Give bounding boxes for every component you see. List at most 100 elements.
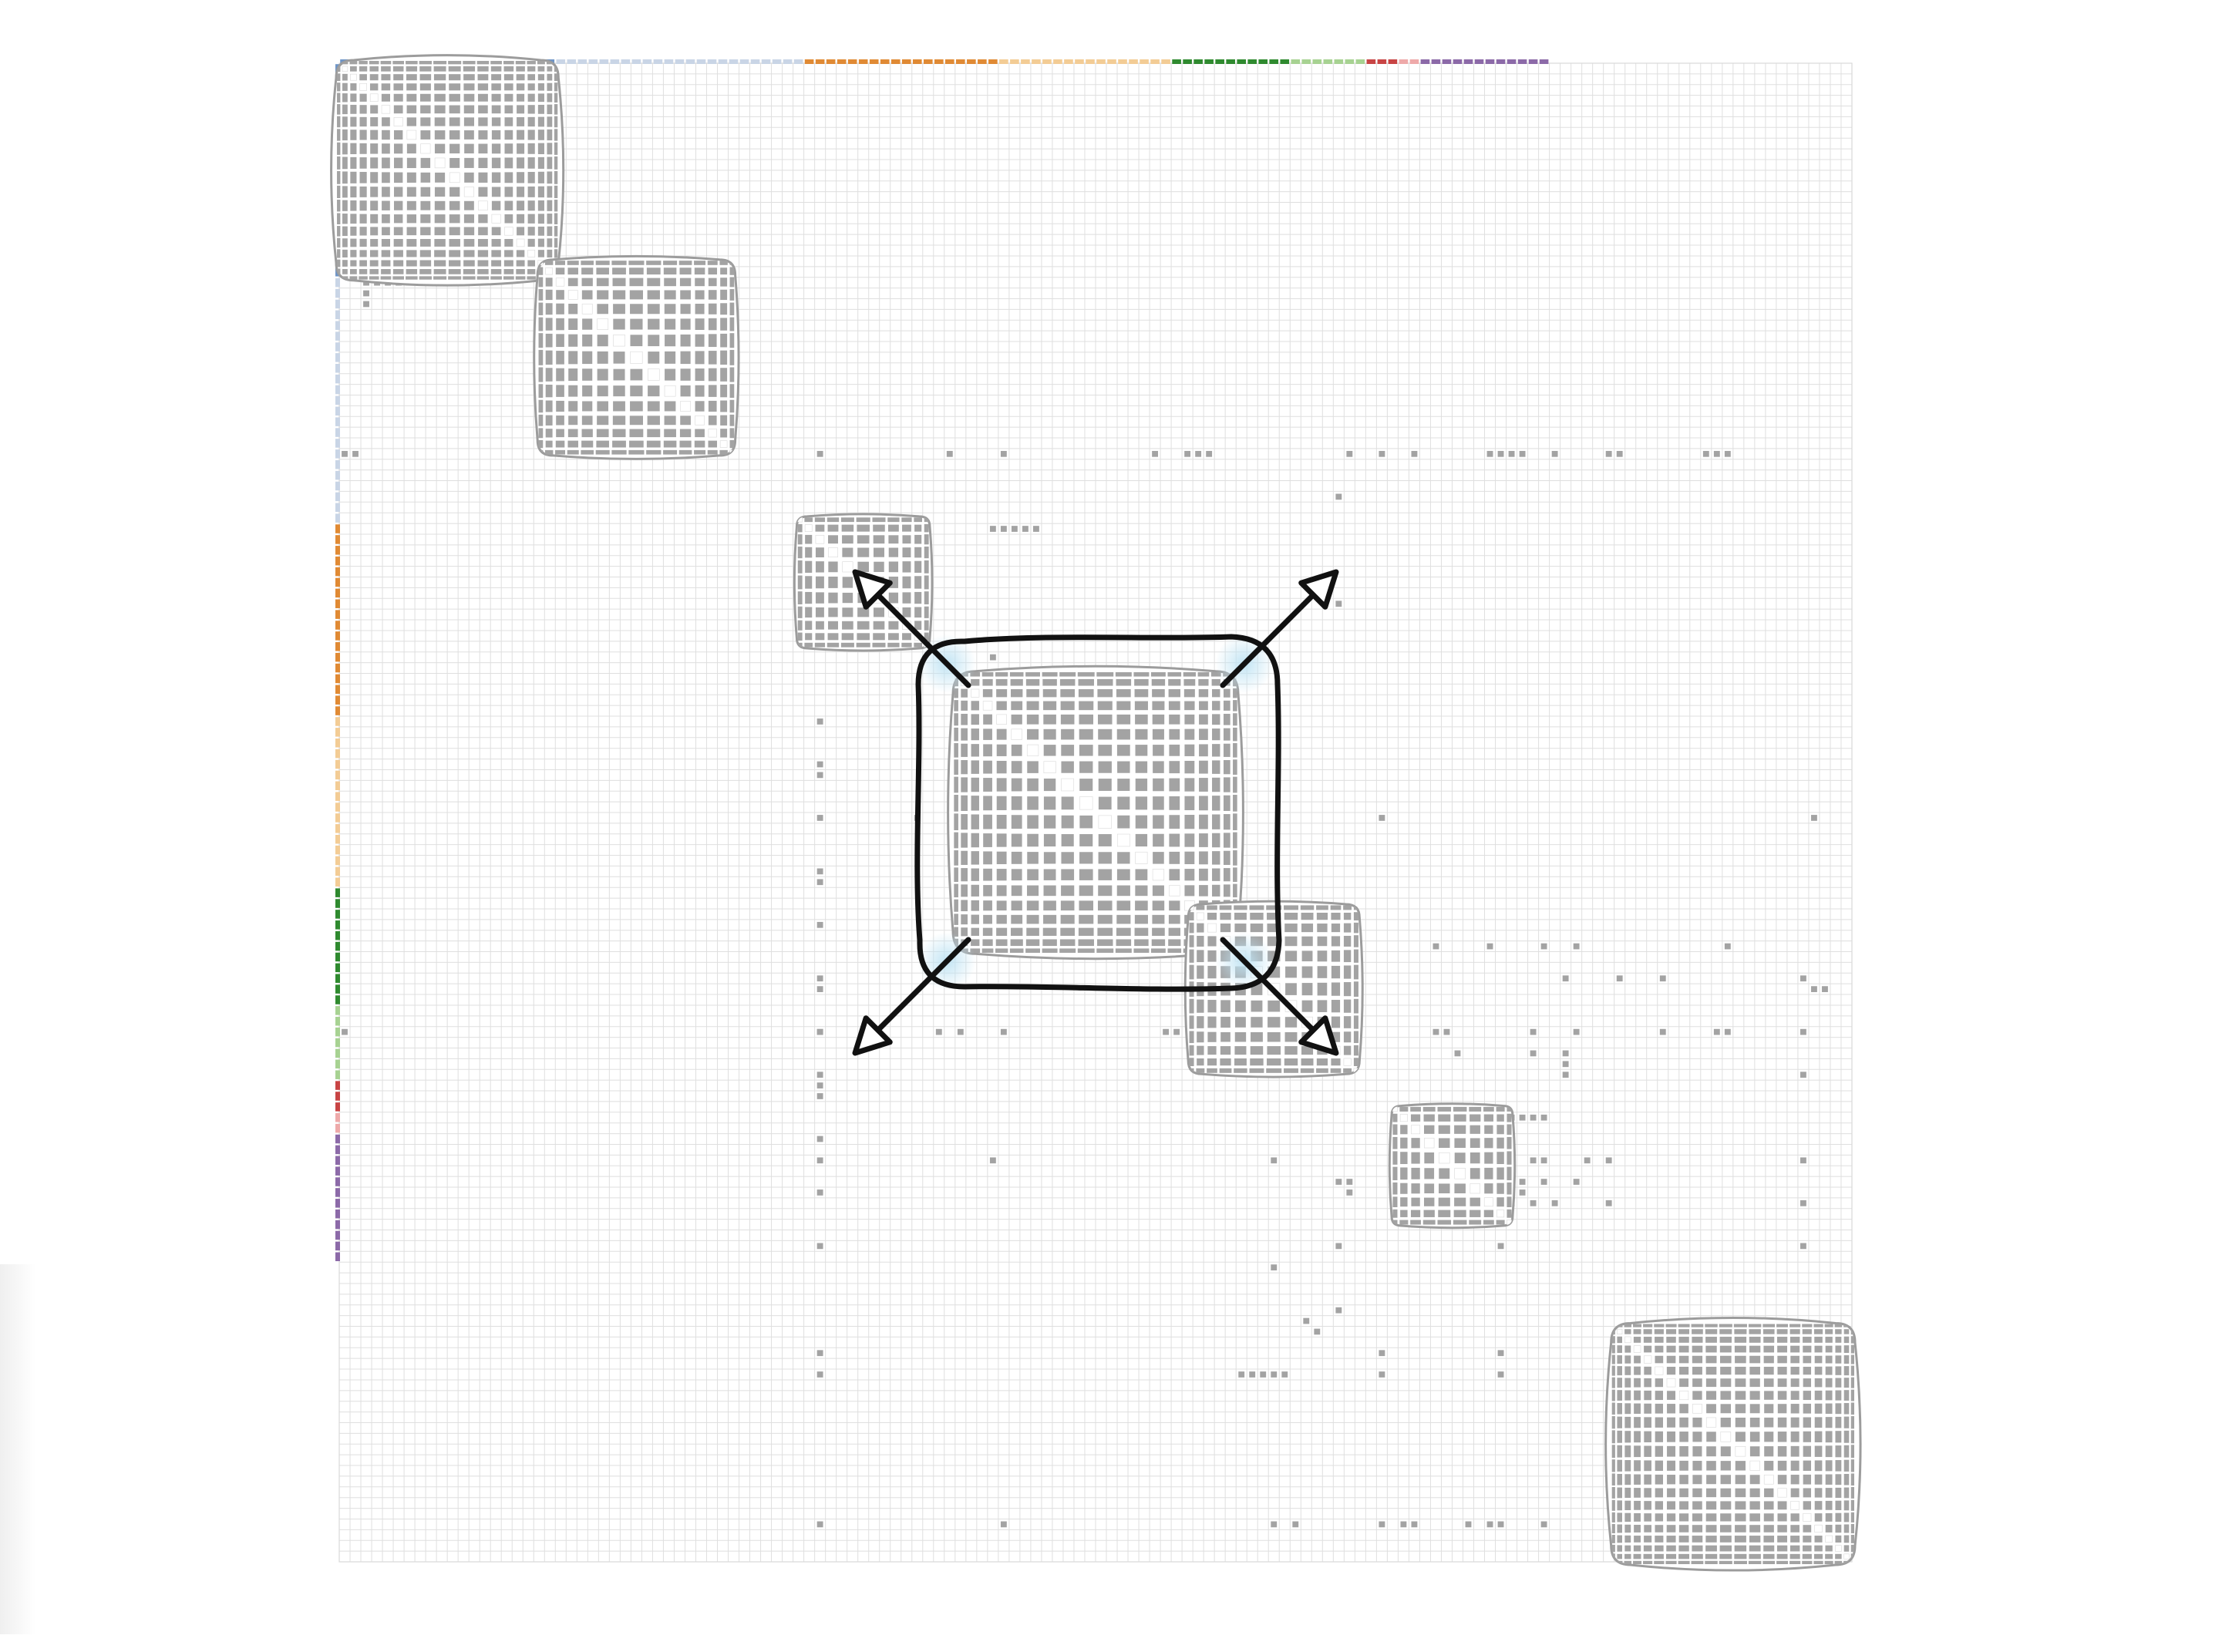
link-cell bbox=[1659, 975, 1666, 982]
block-cell bbox=[961, 914, 968, 925]
block-cell bbox=[1189, 998, 1194, 1014]
link-cell bbox=[1497, 1521, 1504, 1528]
block-cell bbox=[449, 83, 461, 91]
block-cell bbox=[1330, 1068, 1342, 1073]
block-cell-empty bbox=[1814, 1524, 1823, 1533]
block-cell bbox=[1719, 1345, 1732, 1353]
block-cell bbox=[504, 200, 513, 210]
block-cell bbox=[1749, 1417, 1760, 1428]
block-cell bbox=[797, 606, 803, 618]
block-cell bbox=[983, 744, 992, 757]
block-cell bbox=[449, 260, 461, 267]
block-cell bbox=[463, 250, 475, 257]
block-cell bbox=[1096, 948, 1114, 953]
block-cell bbox=[537, 74, 544, 81]
block-cell bbox=[1835, 1460, 1842, 1472]
block-cell bbox=[902, 561, 911, 573]
group-bar-top-cell bbox=[739, 59, 749, 64]
block-cell bbox=[393, 83, 403, 91]
group-bar-top-cell bbox=[1280, 59, 1290, 64]
block-cell bbox=[888, 561, 899, 573]
block-cell bbox=[1776, 1337, 1788, 1343]
block-cell bbox=[1617, 1524, 1622, 1533]
block-cell bbox=[1400, 1152, 1408, 1165]
block-cell bbox=[1777, 1378, 1787, 1388]
block-cell bbox=[350, 238, 357, 247]
link-cell bbox=[1562, 1072, 1569, 1078]
block-cell bbox=[982, 689, 993, 698]
block-cell bbox=[477, 66, 489, 72]
block-cell bbox=[1343, 923, 1352, 933]
block-cell bbox=[961, 850, 968, 865]
block-cell bbox=[613, 385, 625, 397]
link-cell bbox=[1379, 450, 1385, 457]
block-cell bbox=[556, 429, 564, 438]
block-cell bbox=[1654, 1553, 1664, 1559]
block-cell bbox=[611, 449, 627, 455]
group-bar-top-cell bbox=[934, 59, 944, 64]
group-bar-left-cell bbox=[335, 417, 340, 426]
block-cell bbox=[464, 143, 474, 153]
block-cell bbox=[629, 440, 644, 448]
block-cell bbox=[1764, 1461, 1774, 1471]
block-cell bbox=[406, 74, 417, 81]
block-cell bbox=[1617, 1403, 1622, 1415]
block-cell bbox=[1011, 761, 1022, 774]
block-cell bbox=[1198, 689, 1209, 698]
block-cell bbox=[1184, 744, 1195, 756]
block-cell bbox=[1789, 1560, 1801, 1565]
block-cell bbox=[1507, 1113, 1512, 1122]
block-cell bbox=[1400, 1125, 1408, 1135]
block-cell bbox=[680, 385, 691, 397]
group-bar-left-cell bbox=[335, 1038, 340, 1048]
block-cell bbox=[337, 73, 341, 82]
block-cell-empty bbox=[647, 368, 660, 381]
block-cell bbox=[1616, 1560, 1623, 1565]
group-bar-left-cell bbox=[335, 428, 340, 437]
block-cell bbox=[478, 214, 488, 224]
block-cell bbox=[517, 130, 525, 140]
block-cell bbox=[527, 157, 535, 169]
block-cell bbox=[448, 276, 462, 280]
block-cell bbox=[1507, 1196, 1512, 1207]
block-cell bbox=[537, 83, 544, 91]
block-cell bbox=[369, 276, 379, 280]
diagonal-block bbox=[533, 254, 740, 460]
block-cell bbox=[337, 66, 341, 72]
block-cell bbox=[1079, 885, 1093, 897]
block-cell bbox=[463, 74, 475, 81]
block-cell bbox=[342, 269, 348, 274]
link-cell bbox=[816, 1371, 823, 1378]
block-cell bbox=[729, 317, 735, 331]
group-bar-left-cell bbox=[335, 899, 340, 908]
block-cell bbox=[381, 260, 391, 267]
block-cell bbox=[337, 82, 341, 92]
block-cell bbox=[1611, 1389, 1615, 1401]
block-cell bbox=[664, 401, 676, 412]
block-cell bbox=[996, 728, 1007, 740]
block-cell bbox=[350, 116, 357, 127]
block-cell bbox=[1790, 1475, 1799, 1485]
block-cell bbox=[1611, 1336, 1615, 1344]
block-cell bbox=[611, 261, 627, 265]
block-cell bbox=[1624, 1560, 1632, 1565]
block-cell-empty bbox=[1763, 1474, 1774, 1485]
block-cell bbox=[554, 129, 558, 141]
block-cell bbox=[1026, 914, 1039, 924]
block-cell bbox=[1411, 1183, 1420, 1194]
block-cell bbox=[1644, 1431, 1651, 1442]
block-cell bbox=[515, 61, 526, 65]
block-cell bbox=[1634, 1445, 1641, 1458]
block-cell bbox=[1624, 1378, 1631, 1388]
block-cell bbox=[996, 833, 1007, 847]
group-bar-top-cell bbox=[556, 59, 566, 64]
block-cell bbox=[1116, 678, 1132, 686]
block-cell bbox=[815, 576, 824, 589]
block-cell bbox=[664, 429, 676, 438]
block-cell bbox=[1115, 948, 1132, 953]
group-bar-top-cell bbox=[837, 59, 847, 64]
link-cell bbox=[1713, 1028, 1720, 1035]
block-cell bbox=[538, 428, 544, 439]
block-cell bbox=[556, 416, 564, 426]
block-cell bbox=[1720, 1446, 1731, 1457]
